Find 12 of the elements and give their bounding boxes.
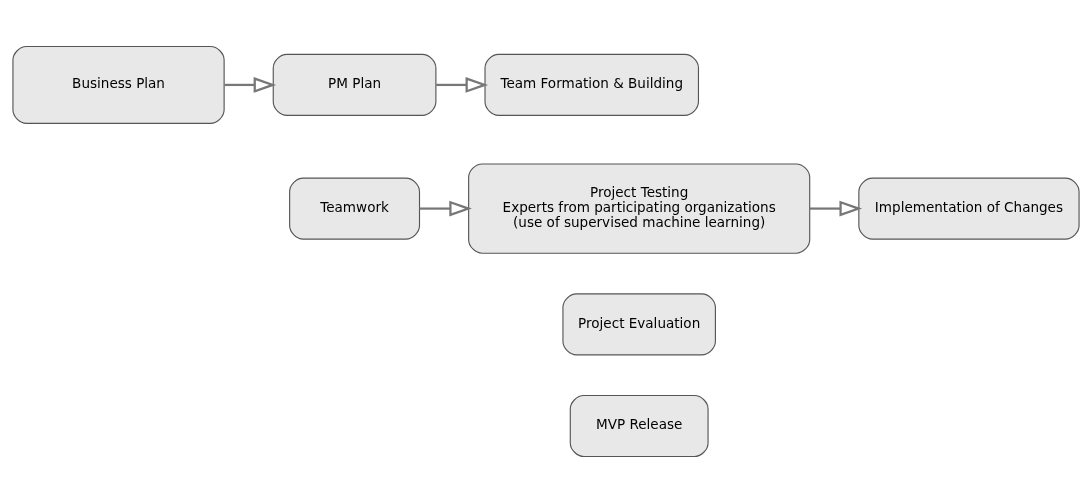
arrow — [224, 77, 277, 93]
node-box: Business Plan — [12, 45, 225, 124]
arrow — [436, 77, 489, 93]
node-box: Implementation of Changes — [858, 177, 1080, 240]
node-box: Project Testing Experts from participating organizations (use of supervised machine learning) — [468, 163, 811, 254]
node-box: Team Formation & Building — [484, 53, 700, 116]
arrow — [419, 200, 472, 217]
node-box: PM Plan — [272, 53, 437, 116]
node-box: Project Evaluation — [562, 293, 716, 356]
arrow — [809, 200, 863, 217]
node-box: Teamwork — [289, 177, 421, 240]
node-box: MVP Release — [569, 394, 709, 458]
